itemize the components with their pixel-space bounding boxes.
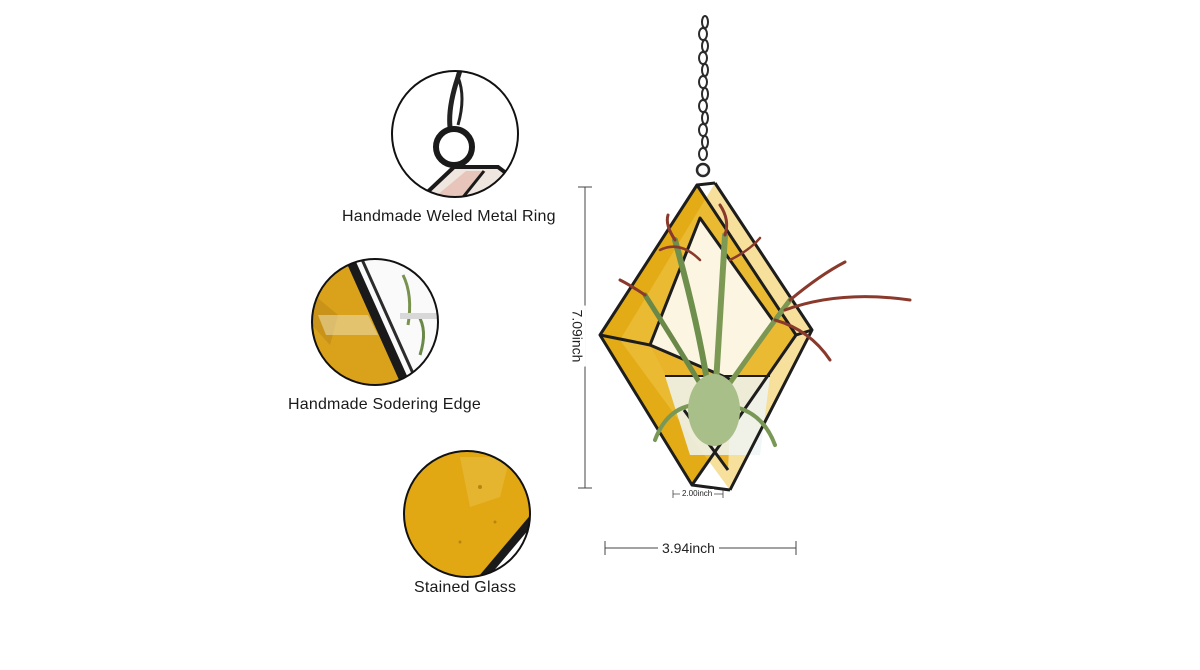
- metal-ring-closeup-icon: [391, 70, 519, 198]
- width-dimension-label: 3.94inch: [658, 540, 719, 556]
- soldered-edge-closeup-icon: [311, 258, 439, 386]
- chain-icon: [695, 15, 711, 178]
- depth-dimension-label: 2.00inch: [680, 489, 715, 498]
- height-dimension-label: 7.09inch: [569, 305, 586, 367]
- air-plant: [618, 203, 912, 447]
- terrarium-illustration: [598, 15, 912, 492]
- feature-label-edge: Handmade Sodering Edge: [288, 396, 481, 413]
- feature-label-ring: Handmade Weled Metal Ring: [342, 208, 556, 225]
- feature-label-glass: Stained Glass: [414, 579, 517, 596]
- stained-glass-closeup-icon: [403, 450, 531, 578]
